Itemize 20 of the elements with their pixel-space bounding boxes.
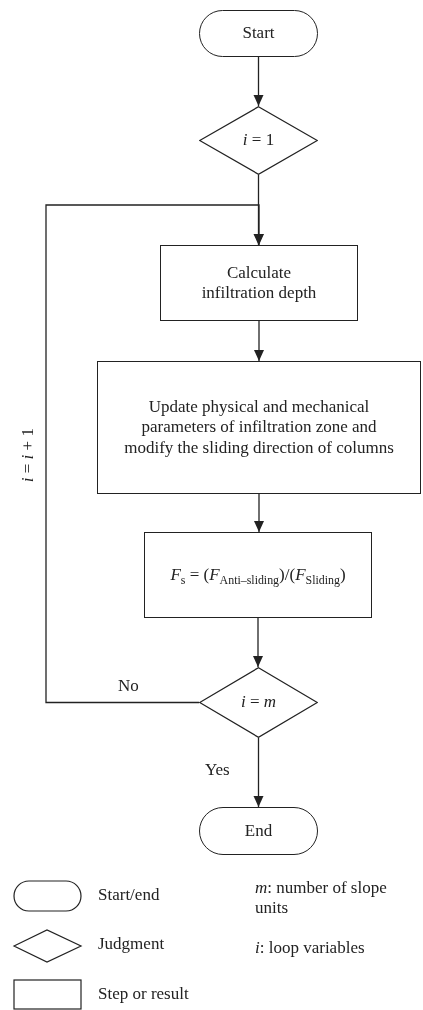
arrow xyxy=(253,737,264,808)
arrow xyxy=(45,204,264,704)
legend-text: Judgment xyxy=(98,934,165,955)
arrow xyxy=(253,617,263,668)
node-text: Update physical and mechanical parameters of infiltration zone and modify the sliding direction of columns xyxy=(123,396,395,459)
process-box xyxy=(97,361,421,494)
legend-text: Step or result xyxy=(98,984,189,1005)
decision-diamond xyxy=(199,106,318,175)
node-text: i = m xyxy=(240,692,277,713)
node-text: i = 1 xyxy=(242,130,275,151)
arrow xyxy=(253,56,264,107)
arrow xyxy=(254,493,264,533)
decision-diamond xyxy=(199,667,318,738)
node-text: Calculate infiltration depth xyxy=(200,262,318,304)
process-box xyxy=(144,532,372,618)
arrow xyxy=(254,320,264,362)
node-text: Start xyxy=(242,23,275,44)
node-text: End xyxy=(244,820,273,842)
process-box xyxy=(160,245,358,321)
node-text: F$_{s}$ = (F$_{Anti–sliding}$)/(F$_{Sliding}$) xyxy=(170,564,346,586)
